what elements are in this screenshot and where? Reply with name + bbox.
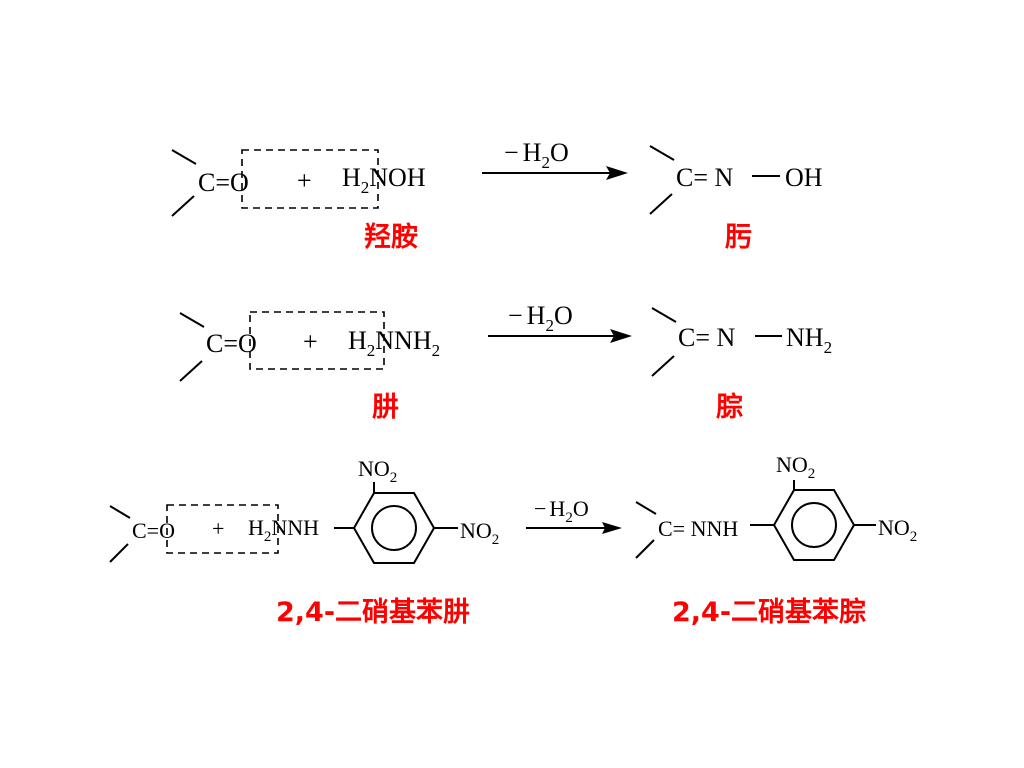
plus-sign-2: + — [303, 327, 318, 356]
condition-2-h: H — [527, 301, 546, 330]
condition-3-h: H — [549, 496, 565, 521]
condition-3-minus: − — [534, 496, 546, 521]
condition-1-o: O — [550, 138, 569, 167]
carbonyl-group-2: C=O — [206, 329, 257, 358]
nitro-right-right-no: NO — [878, 515, 910, 540]
bond-p1-left-upper — [649, 145, 675, 161]
condition-2: −H2O — [508, 301, 573, 335]
dashed-box-2 — [249, 311, 385, 370]
label-dnp-hydrazone: 2,4-二硝基苯腙 — [672, 597, 866, 628]
reagent-3-subscript: 2 — [264, 529, 272, 545]
condition-2-subscript: 2 — [545, 316, 554, 335]
nitro-top-right-no: NO — [776, 452, 808, 477]
nitro-right-left-no: NO — [460, 518, 492, 543]
condition-3-o: O — [573, 496, 589, 521]
condition-1-subscript: 2 — [541, 153, 550, 172]
bond-p2-left-upper — [651, 307, 677, 323]
nitro-right-right: NO2 — [878, 515, 917, 545]
bond-r2-left-upper — [179, 312, 205, 328]
condition-1-minus: − — [504, 138, 519, 167]
product-hydrazone-nh2: NH2 — [786, 323, 832, 357]
reagent-1-rest: NOH — [369, 163, 426, 192]
reagent-1-h: H — [342, 163, 361, 192]
carbonyl-group-3: C=O — [132, 518, 175, 543]
arrow-head-2 — [610, 329, 632, 343]
reagent-2-rest: NNH — [375, 326, 432, 355]
reaction-3: C=O + H2NNH NO2 NO2 −H2O C= NNH NO2 — [109, 452, 917, 628]
label-oxime: 肟 — [725, 222, 752, 253]
product-oxime-oh: OH — [785, 163, 823, 192]
bond-r1-left-lower — [171, 195, 195, 217]
bond-p3-left-upper — [635, 501, 657, 515]
nitro-right-right-subscript: 2 — [910, 529, 918, 545]
label-hydrazone: 腙 — [716, 392, 743, 423]
bond-r1-left-upper — [171, 149, 197, 165]
reagent-1-subscript: 2 — [361, 178, 370, 197]
reagent-2-h: H — [348, 326, 367, 355]
dashed-box-3 — [166, 504, 279, 554]
bond-r3-left-upper — [109, 505, 131, 519]
bond-r2-left-lower — [179, 360, 203, 382]
nitro-top-left: NO2 — [358, 456, 397, 486]
plus-sign-1: + — [297, 166, 312, 195]
product-hydrazone-cn: C= N — [678, 323, 736, 352]
condition-3-subscript: 2 — [565, 510, 573, 526]
reagent-dnp-hydrazine: H2NNH — [248, 515, 319, 545]
arrow-head-3 — [602, 522, 622, 534]
bond-p1-left-lower — [649, 193, 673, 215]
arrow-head-1 — [606, 166, 628, 180]
reagent-2-subscript-2: 2 — [432, 341, 441, 360]
condition-1: −H2O — [504, 138, 569, 172]
condition-2-o: O — [554, 301, 573, 330]
condition-2-minus: − — [508, 301, 523, 330]
reaction-2: C=O + H2NNH2 −H2O C= N NH2 肼 腙 — [179, 301, 832, 423]
reagent-2-subscript: 2 — [367, 341, 376, 360]
reagent-hydrazine: H2NNH2 — [348, 326, 440, 360]
aromatic-circle-right — [791, 502, 837, 548]
nitro-top-left-subscript: 2 — [390, 470, 398, 486]
plus-sign-3: + — [212, 516, 224, 541]
bond-p2-left-lower — [651, 355, 675, 377]
reaction-1: C=O + H2NOH −H2O C= N OH 羟胺 肟 — [171, 138, 823, 253]
bond-r3-left-lower — [109, 543, 129, 563]
carbonyl-group-1: C=O — [198, 168, 249, 197]
label-hydroxylamine: 羟胺 — [364, 221, 418, 253]
nitro-top-right: NO2 — [776, 452, 815, 482]
product-oxime-cn: C= N — [676, 163, 734, 192]
condition-3: −H2O — [534, 496, 589, 526]
product-2-nh: NH — [786, 323, 824, 352]
reagent-3-rest: NNH — [271, 515, 319, 540]
condition-1-h: H — [523, 138, 542, 167]
nitro-right-left-subscript: 2 — [492, 532, 500, 548]
reagent-3-h: H — [248, 515, 264, 540]
bond-p3-left-lower — [635, 539, 655, 559]
benzene-ring-right — [772, 489, 856, 561]
benzene-ring-left — [352, 492, 436, 564]
nitro-right-left: NO2 — [460, 518, 499, 548]
label-hydrazine: 肼 — [372, 392, 399, 423]
label-dnp-hydrazine: 2,4-二硝基苯肼 — [276, 597, 470, 628]
product-2-subscript: 2 — [824, 338, 833, 357]
reagent-hydroxylamine: H2NOH — [342, 163, 426, 197]
nitro-top-left-no: NO — [358, 456, 390, 481]
product-dnp-hydrazone-cnnh: C= NNH — [658, 516, 738, 541]
nitro-top-right-subscript: 2 — [808, 466, 816, 482]
aromatic-circle-left — [371, 505, 417, 551]
